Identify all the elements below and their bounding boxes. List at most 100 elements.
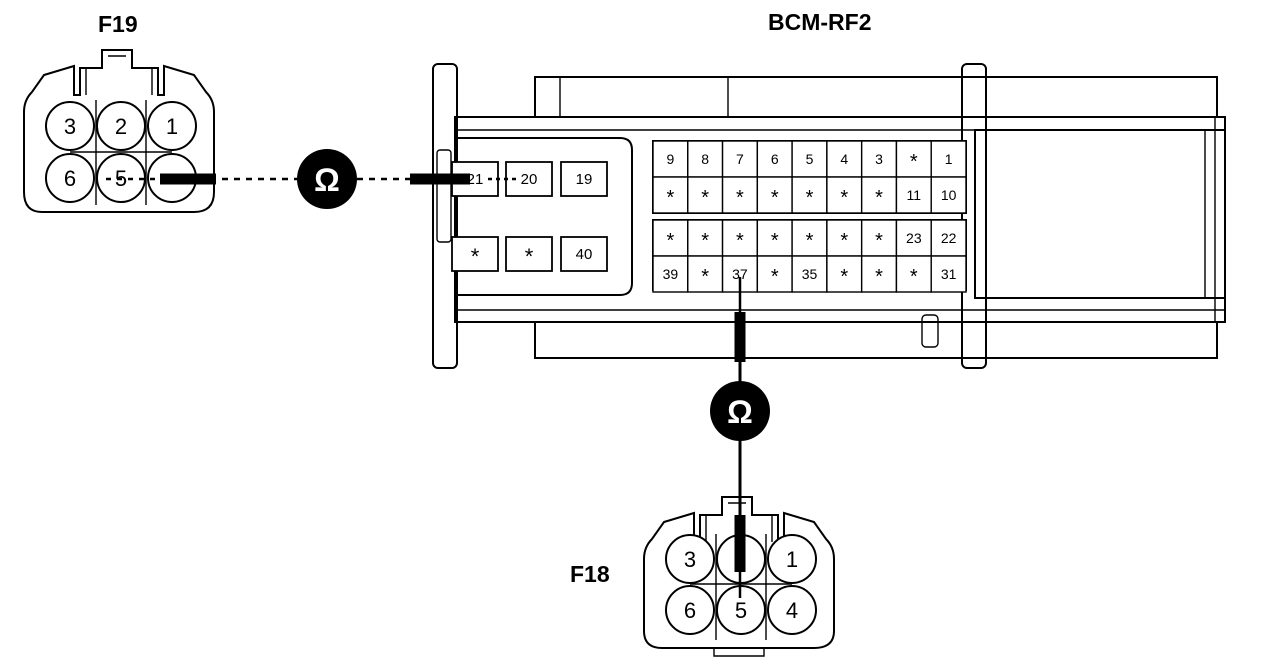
bcm-grid-cell-label: 35 [802,266,818,282]
bcm-rf2-label: BCM-RF2 [768,9,872,35]
bcm-grid-cell-box [895,255,932,293]
f19-pin-label: 3 [64,114,76,139]
f19-pin-0: 3 [45,101,95,151]
f18-pin-2: 1 [767,534,817,584]
bcm-left-cell-label: * [471,244,480,269]
f18-pin-circle [665,585,715,635]
bcm-grid-cell-label: * [840,187,848,209]
bcm-grid-cell-box [930,176,967,214]
bcm-grid-cell: 22 [930,219,967,257]
f19-pin-circle [147,101,197,151]
bcm-grid-cell-label: * [806,187,814,209]
f18-label: F18 [570,561,610,587]
bcm-grid-cell: * [895,140,932,178]
bcm-grid-cell: * [791,176,828,214]
bcm-grid-cell-label: 7 [736,151,744,167]
bcm-grid-cell: * [687,176,724,214]
bcm-grid-cell-box [826,255,863,293]
f19-pin-3: 6 [45,153,95,203]
f18-pin-5: 4 [767,585,817,635]
bcm-left-cell: * [505,236,553,272]
bcm-grid-cell: 39 [652,255,689,293]
bcm-grid-cell: * [860,176,898,214]
bcm-grid-cell: * [826,255,863,293]
bcm-grid-cell: * [756,219,793,257]
bcm-grid-cell: * [791,219,828,257]
bcm-left-cell: 19 [560,161,608,197]
f19-pin-label: 2 [115,114,127,139]
bcm-grid-cell-box [791,140,828,178]
bcm-grid-cell-label: 6 [771,151,779,167]
f18-pin-label: 1 [786,547,798,572]
bcm-grid-cell-box [930,255,967,293]
bcm-grid-cell-label: 23 [906,230,922,246]
f19-pin-label: 6 [64,166,76,191]
bcm-grid-cell: * [652,176,689,214]
f18-pin-circle [767,585,817,635]
bcm-grid-cell-label: * [701,230,709,252]
f18-pin-label: 3 [684,547,696,572]
bcm-grid-cell-box [826,219,863,257]
bcm-grid-cell: * [756,176,793,214]
bcm-grid-cell-label: 8 [701,151,709,167]
bcm-grid-cell: 10 [930,176,967,214]
bcm-grid-cell-label: 5 [806,151,814,167]
bcm-grid-cell: 35 [791,255,828,293]
bcm-grid-cell-label: * [771,230,779,252]
f18-pin-4: 5 [716,585,766,635]
bcm-left-cell: * [451,236,499,272]
bcm-grid-cell-label: * [875,187,883,209]
bcm-grid-cell-label: 3 [875,151,883,167]
bcm-grid-cell-box [895,219,932,257]
bcm-grid-cell: * [860,219,898,257]
f19-pin-circle [96,101,146,151]
bcm-grid-cell: * [721,176,759,214]
ohmmeter-lead-2: Ω [710,277,770,598]
bcm-left-cell-label: 21 [467,171,484,188]
bcm-grid-cell-label: * [701,187,709,209]
bcm-grid-cell-label: 9 [666,151,674,167]
bcm-grid-cell: 8 [687,140,724,178]
f18-pin-circle [767,534,817,584]
bcm-grid-cell-box [895,140,932,178]
bcm-grid-cell-label: * [806,230,814,252]
f18-pin-label: 4 [786,598,798,623]
bcm-grid-cell-label: 11 [907,187,922,203]
bcm-grid-cell: 9 [652,140,689,178]
bcm-grid-cell: 6 [756,140,793,178]
bcm-grid-cell-label: * [736,230,744,252]
f18-pin-3: 6 [665,585,715,635]
bcm-grid-cell-label: * [875,266,883,288]
bcm-grid-cell-label: 31 [941,266,957,282]
ohm-icon: Ω [314,162,340,198]
f18-pin-0: 3 [665,534,715,584]
f19-pin-2: 1 [147,101,197,151]
bcm-left-cell-label: 20 [521,171,538,188]
bcm-left-cell-label: * [525,244,534,269]
bcm-grid-cell-box [721,219,759,257]
ohm-icon: Ω [727,394,753,430]
bcm-grid-cell: 31 [930,255,967,293]
bcm-left-cell: 40 [560,236,608,272]
bcm-grid-cell-label: 37 [732,266,748,282]
bcm-grid-cell-box [652,140,689,178]
bcm-grid-cell-label: * [840,266,848,288]
bcm-grid-cell-box [687,255,724,293]
bcm-grid-cell-box [860,255,898,293]
bcm-grid-cell-box [687,176,724,214]
bcm-grid-cell: * [687,255,724,293]
bcm-grid-cell-label: 22 [941,230,957,246]
f19-pin-circle [45,153,95,203]
bcm-grid-cell: 3 [860,140,898,178]
bcm-left-cell-box [505,236,553,272]
f18-pin-label: 5 [735,598,747,623]
bcm-grid-cell: * [826,219,863,257]
bcm-grid-cell-label: 10 [941,187,957,203]
ohmmeter-lead-1: Ω [106,149,516,209]
bcm-grid-cell-label: * [910,151,918,173]
bcm-grid-cell: 1 [930,140,967,178]
bcm-grid-cell-box [860,140,898,178]
